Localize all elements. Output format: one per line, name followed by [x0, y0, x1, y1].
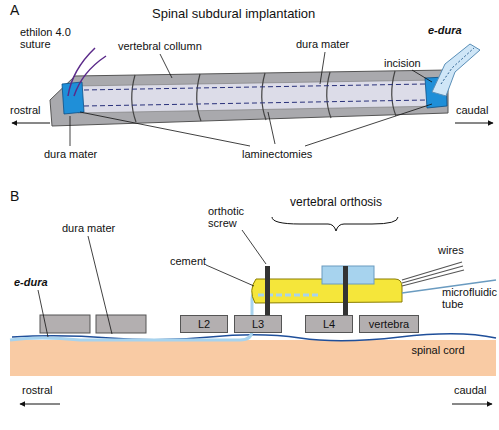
part-label: laminectomies — [242, 148, 312, 160]
part-label: cement — [170, 255, 206, 267]
part-label: incision — [384, 57, 421, 69]
leader-lines — [38, 230, 266, 337]
vertebra-lines — [132, 71, 396, 122]
caudal-arrow — [455, 123, 493, 124]
vertebra-box: L3 — [234, 315, 282, 333]
vertebra — [40, 315, 90, 333]
part-label: orthotic screw — [208, 205, 258, 229]
part-label: e-dura — [428, 24, 462, 36]
spinal-cord-label: spinal cord — [388, 342, 488, 358]
node-text: L3 — [252, 318, 264, 330]
e-dura-strip — [432, 44, 480, 96]
vertebra-box: vertebra — [359, 315, 419, 333]
node-text: L2 — [198, 318, 210, 330]
dura-surface — [75, 80, 442, 113]
direction-label: caudal — [456, 104, 488, 116]
e-dura-track — [441, 48, 474, 84]
part-label: ethilon 4.0 suture — [20, 26, 82, 50]
rostral-arrow — [12, 123, 50, 124]
laminectomy — [62, 82, 84, 114]
vertebra-box: L4 — [305, 315, 353, 333]
part-label: dura mater — [44, 148, 97, 160]
caudal-arrow — [452, 404, 492, 405]
leader-lines — [70, 52, 432, 146]
implant-dashes — [84, 84, 427, 106]
suture — [68, 48, 106, 96]
part-label: e-dura — [14, 276, 48, 288]
direction-label: caudal — [454, 384, 486, 396]
node-text: L4 — [323, 318, 335, 330]
direction-label: rostral — [10, 104, 41, 116]
wires — [402, 262, 464, 286]
spinal-cord-band — [10, 340, 496, 376]
part-label: wires — [438, 244, 464, 256]
panel-title: Spinal subdural implantation — [152, 6, 315, 21]
vertebra-box: L2 — [180, 315, 228, 333]
part-label: microfluidic tube — [442, 286, 494, 310]
vertebra — [96, 315, 146, 333]
part-label: vertebral collumn — [118, 40, 202, 52]
node-text: spinal cord — [411, 344, 464, 356]
bracket — [272, 217, 398, 231]
part-label: vertebral orthosis — [290, 196, 382, 208]
direction-label: rostral — [22, 384, 53, 396]
node-text: vertebra — [369, 318, 409, 330]
part-label: dura mater — [296, 38, 349, 50]
rostral-arrow — [20, 404, 60, 405]
panel-letter: B — [10, 190, 19, 202]
part-label: dura mater — [62, 222, 115, 234]
panel-letter: A — [10, 4, 19, 16]
